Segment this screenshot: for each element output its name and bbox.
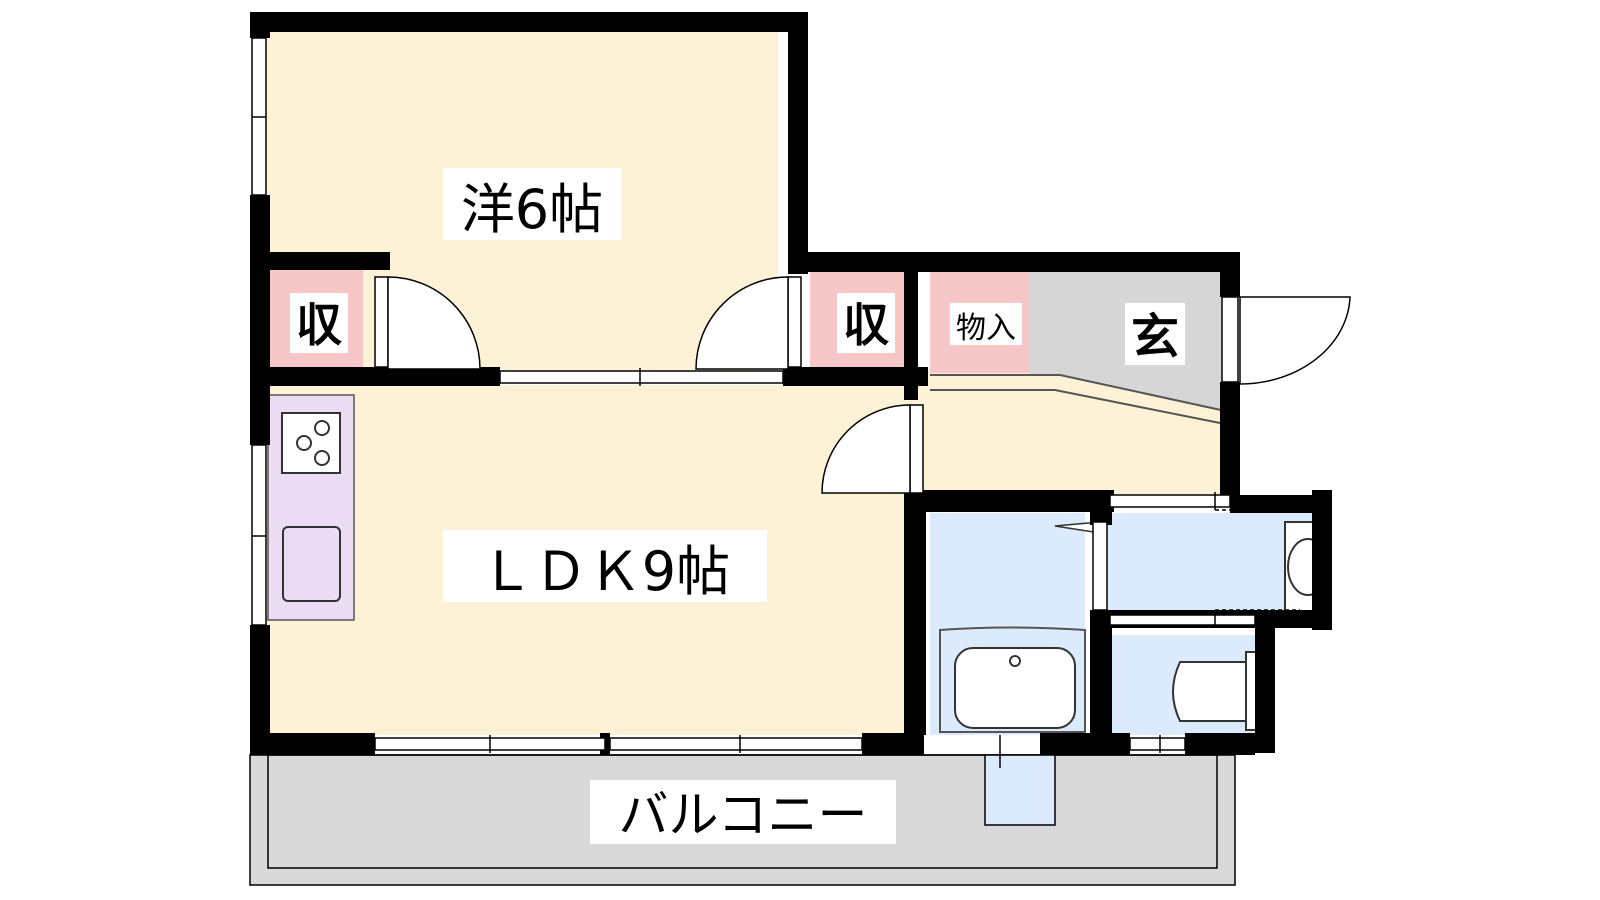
walls	[250, 12, 1332, 755]
burner-2	[314, 420, 330, 436]
storage-center-label: 収	[843, 298, 889, 352]
entrance-label: 玄	[1131, 309, 1179, 365]
entrance-step	[930, 374, 1231, 413]
western-label-bg	[443, 168, 621, 240]
ldk-label-bg	[443, 530, 767, 602]
entrance-step-inner	[930, 389, 1231, 426]
bathtub-drain	[1009, 655, 1021, 667]
bathtub-icon	[954, 647, 1076, 729]
sliding-door-tracks	[1215, 509, 1300, 611]
outdoor-unit-pad	[984, 754, 1056, 826]
storeroom-label-bg	[950, 303, 1022, 345]
balcony-inner-edge	[267, 754, 1218, 869]
sink-icon	[282, 526, 341, 602]
toilet-icon	[1172, 661, 1247, 722]
storage-left-label: 収	[296, 298, 342, 352]
ldk-room-label: ＬＤＫ9帖	[480, 540, 730, 603]
storage-left-label-bg	[290, 293, 348, 353]
storage-center-label-bg	[837, 293, 895, 353]
burner-1	[296, 435, 312, 451]
door-swings	[374, 276, 1351, 494]
windows	[251, 37, 1256, 751]
balcony-label-bg	[590, 780, 896, 844]
burner-3	[314, 450, 330, 466]
storeroom-label: 物入	[956, 311, 1016, 346]
western-room-label: 洋6帖	[461, 178, 603, 241]
balcony-label: バルコニー	[619, 786, 868, 844]
window-sash-marks	[252, 116, 1216, 768]
bathroom-door	[1092, 521, 1108, 611]
entrance-label-bg	[1125, 303, 1185, 365]
